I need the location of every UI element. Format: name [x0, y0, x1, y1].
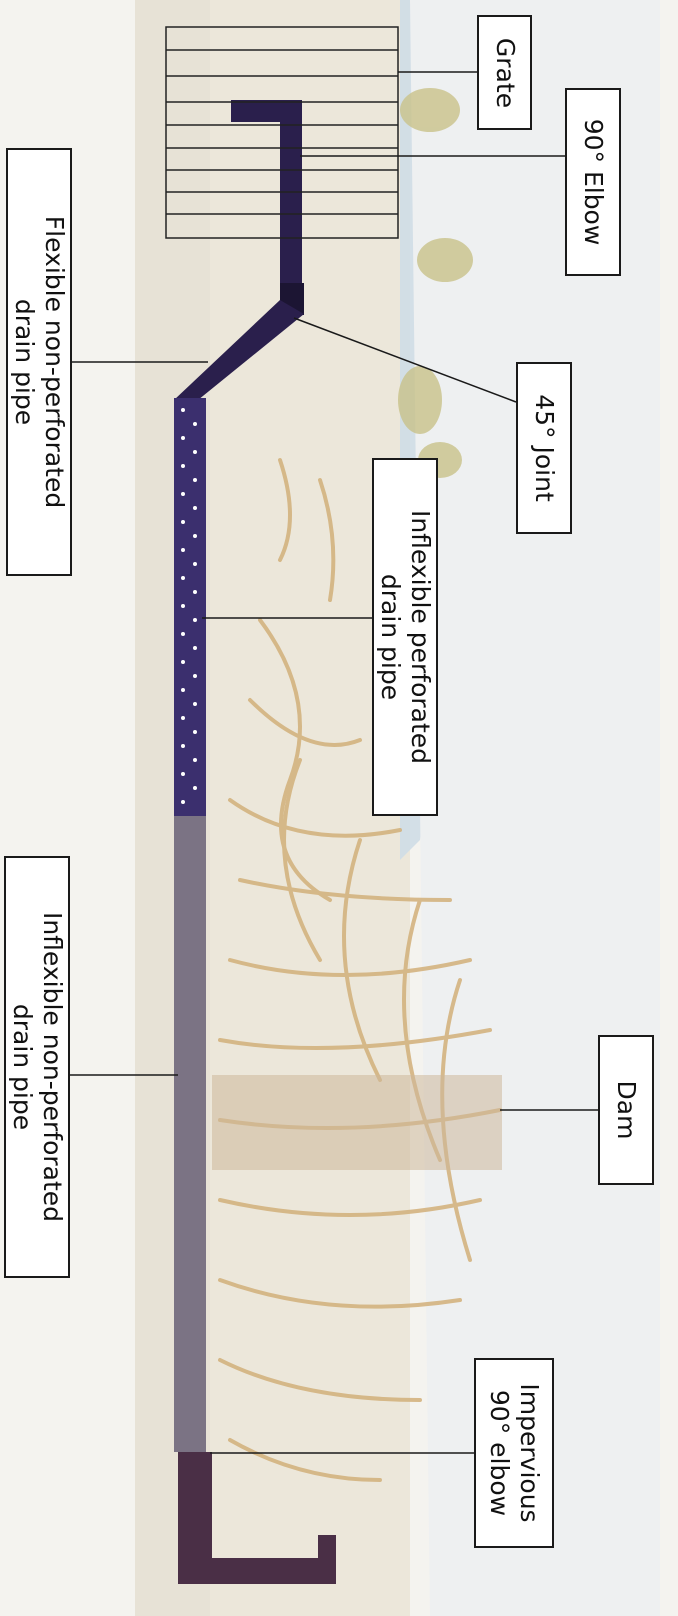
inflexible-pipe	[174, 816, 206, 1452]
perforation-hole	[193, 702, 197, 706]
perforation-hole	[193, 786, 197, 790]
flexible-pipe-text-line1: Flexible non-perforated	[39, 216, 69, 508]
perforation-hole	[193, 506, 197, 510]
perforation-hole	[193, 562, 197, 566]
flexible-pipe-text-line2: drain pipe	[9, 216, 39, 508]
perforation-hole	[193, 422, 197, 426]
perforation-hole	[181, 632, 185, 636]
perforation-hole	[181, 408, 185, 412]
elbow-90-text: 90° Elbow	[578, 119, 608, 246]
joint-45-text: 45° Joint	[529, 394, 559, 502]
joint-45-label: 45° Joint	[516, 362, 572, 534]
perforation-hole	[181, 548, 185, 552]
perforated-pipe-text-line1: Inflexible perforated	[405, 510, 435, 764]
dam-label: Dam	[598, 1035, 654, 1185]
perforated-pipe-text-line2: drain pipe	[375, 510, 405, 764]
perforation-hole	[181, 520, 185, 524]
perforation-hole	[193, 450, 197, 454]
perforation-hole	[181, 744, 185, 748]
perforation-hole	[193, 730, 197, 734]
perforation-hole	[181, 576, 185, 580]
inflexible-pipe-label: Inflexible non-perforated drain pipe	[4, 856, 70, 1278]
perforation-hole	[181, 800, 185, 804]
perforation-hole	[181, 772, 185, 776]
grate-label: Grate	[477, 15, 532, 130]
dam-band	[212, 1075, 502, 1170]
perforation-hole	[181, 436, 185, 440]
perforation-hole	[193, 478, 197, 482]
perforated-pipe	[174, 398, 206, 816]
grate-text: Grate	[490, 37, 520, 107]
impervious-text-line2: 90° elbow	[484, 1383, 514, 1522]
perforation-hole	[193, 646, 197, 650]
impervious-elbow-cap	[318, 1535, 336, 1584]
inflexible-pipe-text-line2: drain pipe	[7, 912, 37, 1222]
perforation-hole	[181, 464, 185, 468]
perforation-hole	[181, 660, 185, 664]
elbow-90-label: 90° Elbow	[565, 88, 621, 276]
perforation-hole	[181, 492, 185, 496]
perforation-hole	[193, 758, 197, 762]
inflexible-pipe-text-line1: Inflexible non-perforated	[37, 912, 67, 1222]
impervious-text-line1: Impervious	[514, 1383, 544, 1522]
perforation-hole	[193, 590, 197, 594]
elbow-joint-cap	[231, 100, 245, 122]
perforation-hole	[193, 534, 197, 538]
flexible-pipe-label: Flexible non-perforated drain pipe	[6, 148, 72, 576]
perforated-pipe-label: Inflexible perforated drain pipe	[372, 458, 438, 816]
dam-text: Dam	[611, 1081, 641, 1140]
impervious-elbow-horizontal	[178, 1558, 336, 1584]
perforation-hole	[181, 604, 185, 608]
perforation-hole	[181, 716, 185, 720]
perforation-hole	[193, 674, 197, 678]
perforation-hole	[193, 618, 197, 622]
impervious-elbow-label: Impervious 90° elbow	[474, 1358, 554, 1548]
perforation-hole	[181, 688, 185, 692]
